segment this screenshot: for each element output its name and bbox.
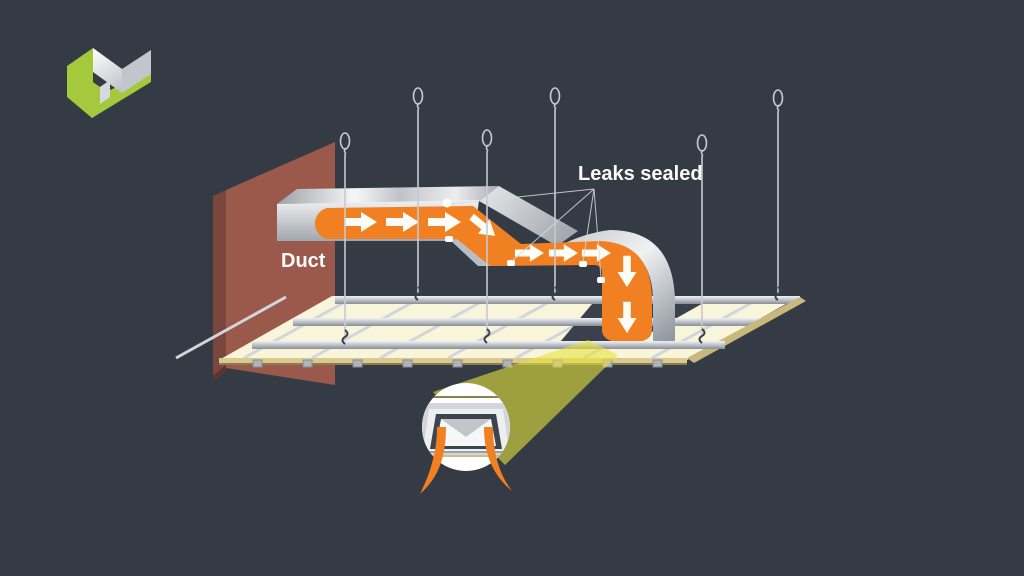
hanger-wire [412,87,424,301]
runner-front [252,341,725,349]
hanger-wire [339,132,351,345]
seal-point [442,198,452,208]
hanger-wire [772,89,784,301]
duct [277,186,675,344]
diffuser-callout [420,383,512,494]
duct-label: Duct [281,250,326,272]
seal-point [597,277,605,283]
duct-elbow-outer [557,230,675,344]
runner-back [335,296,800,304]
hanger-wires [339,87,784,345]
leader-lines [449,188,602,279]
isometric-m-logo [67,48,151,118]
duct-diagonal-edge [450,239,492,266]
duct-top-face [277,186,499,204]
seal-point [507,260,515,266]
air-stream-left [420,427,446,494]
seal-points [442,198,605,283]
hanger-wire [549,87,561,301]
hanger-wire [481,129,493,344]
seal-point [579,261,587,267]
air-stream-right [484,427,512,491]
leaks-sealed-label: Leaks sealed [578,163,703,185]
diffuser-view [422,396,510,457]
duct-transition-plate [479,186,578,246]
seal-point [445,236,453,242]
hanger-wire [696,134,708,344]
runner-middle [293,318,761,326]
